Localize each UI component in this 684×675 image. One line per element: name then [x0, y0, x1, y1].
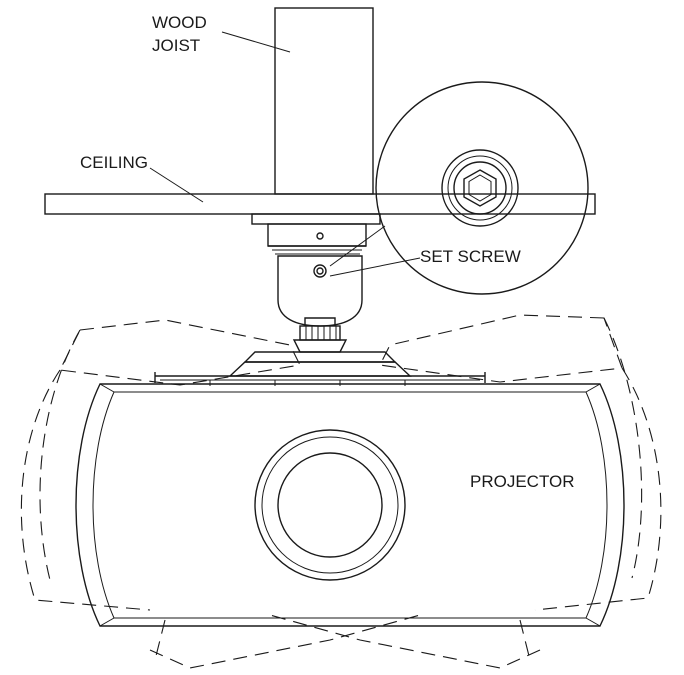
swivel-joint: [292, 317, 348, 353]
projector-label: PROJECTOR: [470, 472, 575, 491]
projector-lens: [254, 429, 406, 581]
ceiling-plate: [251, 213, 381, 255]
wood-joist-label-line1: WOOD: [152, 13, 207, 32]
set-screw-label: SET SCREW: [420, 247, 521, 266]
adapter-plate: [154, 351, 486, 386]
leader-lines: [149, 31, 291, 203]
ceiling-label: CEILING: [80, 153, 148, 172]
set-screw-detail: [329, 81, 589, 295]
wood-joist-label-line2: JOIST: [152, 36, 200, 55]
wood-joist: [274, 7, 374, 195]
ceiling-panel: [44, 193, 596, 215]
projector-body: [75, 383, 625, 627]
extension-pole: [277, 255, 363, 327]
tilt-outline-right: [269, 314, 662, 669]
tilt-outline-left: [20, 319, 421, 669]
